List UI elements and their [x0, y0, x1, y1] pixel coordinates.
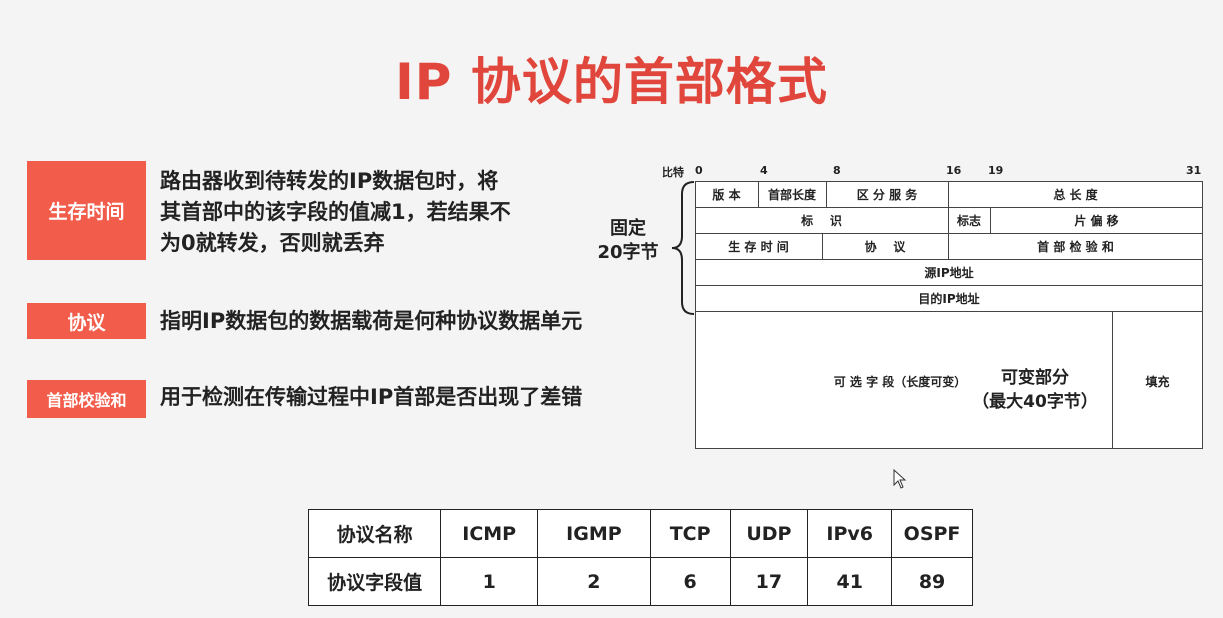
table-header-cell: IGMP: [537, 509, 651, 558]
mouse-cursor-icon: [893, 469, 907, 489]
field-ttl: 生 存 时 间: [728, 239, 789, 254]
desc-checksum: 用于检测在传输过程中IP首部是否出现了差错: [160, 385, 583, 409]
col-divider: [948, 233, 949, 259]
col-divider: [758, 181, 759, 207]
field-fragment-offset: 片 偏 移: [1074, 213, 1119, 228]
variable-part-line-2: （最大40字节）: [972, 392, 1098, 412]
field-source-ip: 源IP地址: [924, 265, 974, 280]
field-protocol: 协 议: [864, 239, 906, 254]
table-row: 协议名称 ICMP IGMP TCP UDP IPv6 OSPF: [307, 509, 973, 558]
fixed-label-line-2: 20字节: [597, 242, 659, 263]
table-header-cell: TCP: [649, 509, 731, 558]
table-cell: 协议字段值: [307, 557, 442, 606]
field-header-checksum: 首 部 检 验 和: [1037, 239, 1114, 254]
field-version: 版 本: [712, 187, 741, 202]
bit-label: 比特: [662, 166, 684, 179]
field-options: 可 选 字 段（长度可变）: [833, 374, 967, 389]
col-divider: [822, 233, 823, 259]
desc-ttl-line-2: 其首部中的该字段的值减1，若结果不: [160, 200, 511, 224]
bit-tick-8: 8: [833, 164, 841, 177]
protocol-number-table: 协议名称 ICMP IGMP TCP UDP IPv6 OSPF 协议字段值 1…: [307, 509, 973, 606]
table-cell: 41: [807, 557, 893, 606]
variable-part-label: 可变部分 （最大40字节）: [960, 366, 1110, 414]
bit-tick-19: 19: [988, 164, 1004, 177]
tag-protocol: 协议: [27, 303, 146, 339]
row-divider: [695, 259, 1203, 260]
col-divider: [826, 181, 827, 207]
table-header-cell: UDP: [729, 509, 809, 558]
row-divider: [695, 285, 1203, 286]
fixed-label: 固定 20字节: [588, 217, 668, 265]
field-padding: 填充: [1145, 374, 1170, 389]
col-divider: [1112, 311, 1113, 449]
table-cell: 6: [649, 557, 731, 606]
table-header-cell: IPv6: [807, 509, 893, 558]
variable-part-line-1: 可变部分: [1001, 368, 1069, 388]
row-divider: [695, 233, 1203, 234]
variable-part-box: [695, 311, 1203, 449]
desc-ttl-line-1: 路由器收到待转发的IP数据包时，将: [160, 169, 499, 193]
fixed-brace-icon: [671, 181, 695, 315]
tag-checksum: 首部校验和: [27, 380, 146, 418]
field-identification: 标 识: [801, 213, 842, 228]
col-divider: [948, 181, 949, 207]
fixed-label-line-1: 固定: [610, 218, 646, 239]
col-divider: [990, 207, 991, 233]
slide-title: IP 协议的首部格式: [395, 53, 828, 111]
table-row: 协议字段值 1 2 6 17 41 89: [307, 557, 973, 606]
table-header-cell: 协议名称: [307, 509, 442, 558]
desc-ttl-line-3: 为0就转发，否则就丢弃: [160, 231, 385, 255]
field-total-length: 总 长 度: [1053, 187, 1098, 202]
table-cell: 1: [440, 557, 539, 606]
col-divider: [948, 207, 949, 233]
fixed-header-box: [695, 181, 1203, 312]
field-destination-ip: 目的IP地址: [918, 292, 980, 306]
tag-ttl: 生存时间: [27, 161, 146, 260]
table-cell: 17: [729, 557, 809, 606]
bit-tick-31: 31: [1186, 164, 1202, 177]
field-flags: 标志: [956, 213, 981, 228]
table-cell: 2: [537, 557, 651, 606]
bit-tick-0: 0: [695, 164, 703, 177]
desc-protocol: 指明IP数据包的数据载荷是何种协议数据单元: [160, 309, 583, 333]
row-divider: [695, 207, 1203, 208]
field-header-length: 首部长度: [767, 187, 816, 202]
desc-ttl: 路由器收到待转发的IP数据包时，将 其首部中的该字段的值减1，若结果不 为0就转…: [160, 166, 580, 259]
table-header-cell: OSPF: [891, 509, 973, 558]
field-ds: 区 分 服 务: [856, 187, 918, 202]
table-header-cell: ICMP: [440, 509, 539, 558]
bit-tick-16: 16: [946, 164, 962, 177]
bit-tick-4: 4: [760, 164, 768, 177]
table-cell: 89: [891, 557, 973, 606]
